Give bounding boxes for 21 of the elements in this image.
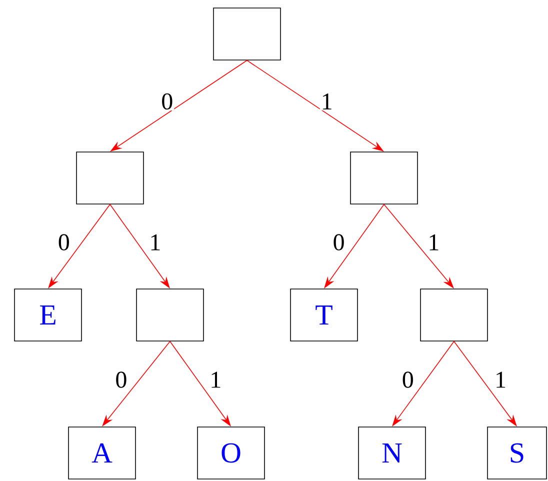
edge-label: 1 xyxy=(148,233,162,252)
letter-box: E xyxy=(14,288,82,342)
edge-label: 1 xyxy=(208,370,223,389)
empty-box xyxy=(350,152,418,204)
edge-label: 0 xyxy=(400,370,415,389)
empty-box xyxy=(76,152,144,204)
edge-label: 1 xyxy=(320,92,334,110)
edge-label: 0 xyxy=(56,233,71,252)
letter-box: O xyxy=(197,426,265,480)
edge-label: 0 xyxy=(114,370,128,389)
letter-box: N xyxy=(358,426,426,480)
empty-box xyxy=(420,288,488,342)
letter-box: T xyxy=(290,288,358,342)
empty-box xyxy=(136,288,204,342)
empty-box xyxy=(213,8,281,60)
edge-label: 1 xyxy=(494,370,508,389)
letter-box: A xyxy=(68,426,136,480)
edge-label: 1 xyxy=(426,233,441,252)
letter-box: S xyxy=(487,426,547,480)
edge-label: 0 xyxy=(332,233,346,252)
edge-label: 0 xyxy=(160,92,174,111)
